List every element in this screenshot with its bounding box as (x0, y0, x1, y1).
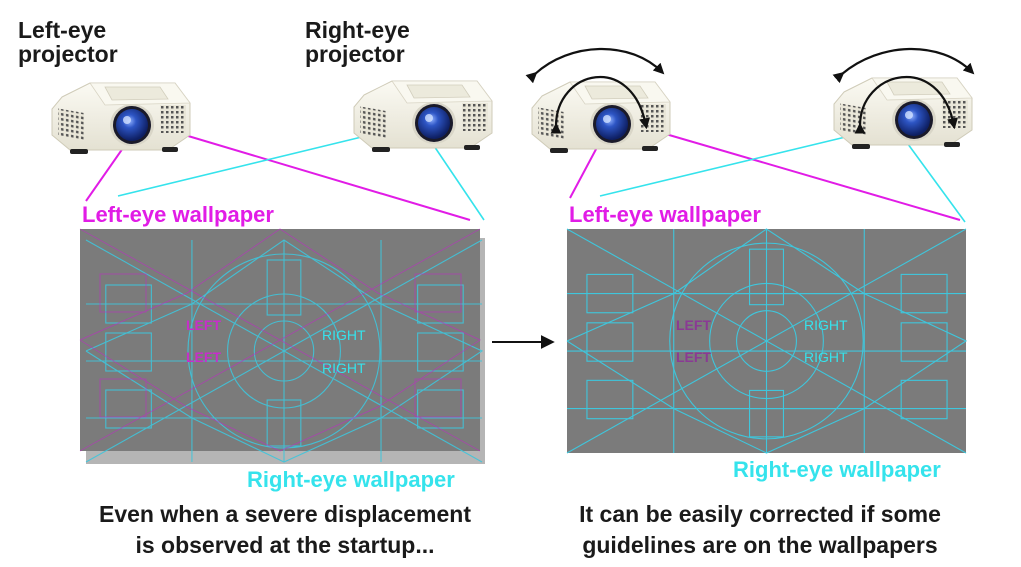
left-beam-d (651, 129, 961, 221)
right-beam-c (599, 133, 859, 197)
left-projector-icon (51, 82, 191, 155)
pattern-right-text-1: RIGHT (322, 327, 366, 343)
caption-corrected: It can be easily corrected if some guide… (579, 501, 941, 558)
pattern-right-text-1b: RIGHT (804, 317, 848, 333)
right-projector-icon (353, 80, 493, 153)
right-projector-label: Right-eye projector (305, 17, 410, 68)
pattern-right-text-2: RIGHT (322, 360, 366, 376)
panel-misaligned: LEFT LEFT RIGHT RIGHT (51, 80, 493, 464)
left-projector-icon-2 (531, 81, 671, 154)
left-beam-b (167, 129, 471, 221)
left-projector-label: Left-eye projector (18, 17, 118, 68)
left-eye-wallpaper-label-2: Left-eye wallpaper (569, 202, 761, 227)
panel-corrected: LEFT LEFT RIGHT RIGHT (525, 47, 975, 454)
right-beam-b (429, 139, 485, 221)
pattern-left-text-1b: LEFT (676, 317, 711, 333)
right-beam-a (117, 133, 375, 197)
right-eye-wallpaper-label: Right-eye wallpaper (247, 467, 455, 492)
right-beam-d (904, 139, 966, 223)
pattern-left-text-2: LEFT (186, 349, 221, 365)
pattern-left-text-1: LEFT (186, 317, 221, 333)
pattern-right-text-2b: RIGHT (804, 349, 848, 365)
rotate-arrows-icon-2 (832, 47, 975, 134)
left-eye-wallpaper-label: Left-eye wallpaper (82, 202, 274, 227)
right-eye-wallpaper-label-2: Right-eye wallpaper (733, 457, 941, 482)
pattern-left-text-2b: LEFT (676, 349, 711, 365)
rotate-arrows-icon (525, 47, 665, 134)
caption-startup: Even when a severe displacement is obser… (98, 501, 471, 558)
